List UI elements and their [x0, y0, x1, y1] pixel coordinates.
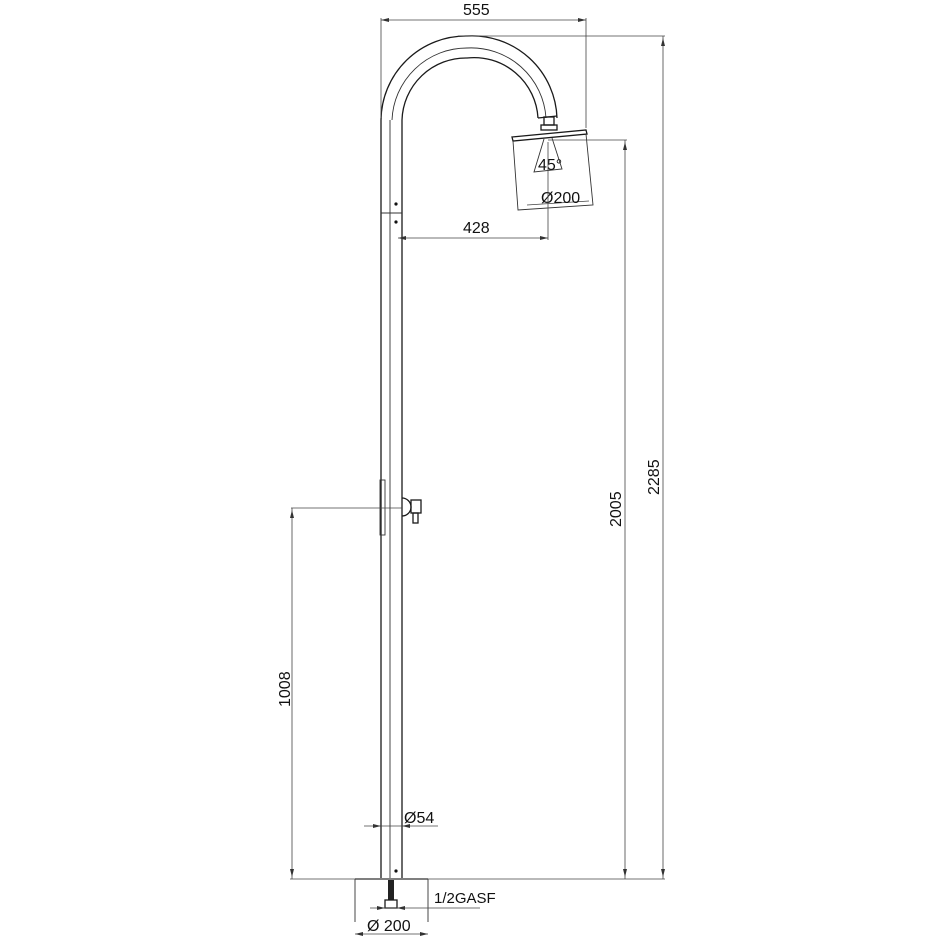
dimension-valve-height: 1008	[277, 507, 402, 879]
overall-width-label: 555	[463, 2, 490, 19]
overall-height-label: 2285	[646, 459, 663, 495]
mixer-valve	[379, 479, 422, 536]
dimension-column-diameter: Ø54	[364, 810, 438, 828]
dimension-head-height: 2005	[548, 139, 627, 879]
head-diameter-label: Ø200	[541, 190, 580, 207]
connection-label: 1/2GASF	[434, 890, 496, 907]
column-diameter-label: Ø54	[404, 810, 434, 827]
base-plate	[354, 878, 429, 922]
shower-head: 45° Ø200	[511, 116, 594, 211]
shower-column	[380, 120, 403, 878]
head-offset-label: 428	[463, 220, 490, 237]
valve-height-label: 1008	[277, 671, 294, 707]
dimension-overall-height: 2285	[458, 35, 665, 879]
spray-angle-label: 45°	[538, 157, 562, 174]
gooseneck-arch	[380, 35, 558, 121]
head-height-label: 2005	[608, 491, 625, 527]
dimension-connection: 1/2GASF	[370, 890, 496, 910]
dimension-head-offset: 428	[398, 142, 549, 240]
dimension-base-diameter: Ø 200	[355, 918, 428, 936]
base-diameter-label: Ø 200	[367, 918, 411, 935]
dimension-overall-width: 555	[380, 2, 587, 128]
